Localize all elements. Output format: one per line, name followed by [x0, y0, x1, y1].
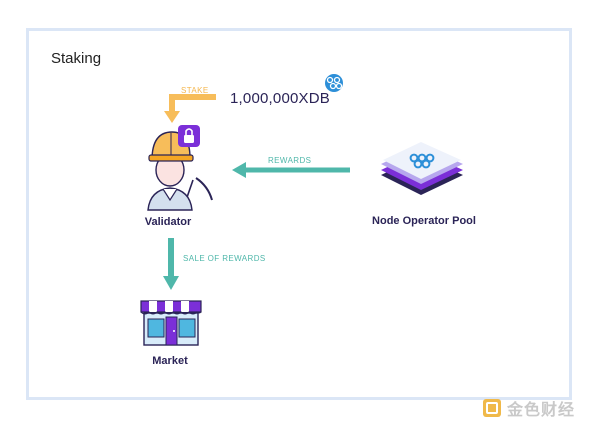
xdb-coin-icon	[325, 74, 343, 92]
stake-arrow	[164, 94, 216, 123]
node-pool-icon	[381, 142, 463, 195]
market-label: Market	[152, 355, 188, 367]
watermark: 金色财经	[483, 397, 575, 419]
sale-arrow	[163, 238, 179, 290]
market-icon	[140, 300, 202, 346]
watermark-logo-icon	[483, 399, 501, 417]
node-operator-pool-label: Node Operator Pool	[372, 215, 476, 227]
rewards-label: REWARDS	[268, 156, 312, 165]
rewards-arrow	[232, 162, 350, 178]
sale-of-rewards-label: SALE OF REWARDS	[183, 254, 266, 263]
diagram-title: Staking	[51, 50, 102, 67]
watermark-text: 金色财经	[507, 402, 576, 419]
stake-amount: 1,000,000XDB	[230, 90, 330, 107]
diagram-frame	[26, 28, 572, 400]
stake-label: STAKE	[181, 86, 209, 95]
lock-icon	[178, 125, 200, 147]
validator-label: Validator	[144, 216, 192, 228]
